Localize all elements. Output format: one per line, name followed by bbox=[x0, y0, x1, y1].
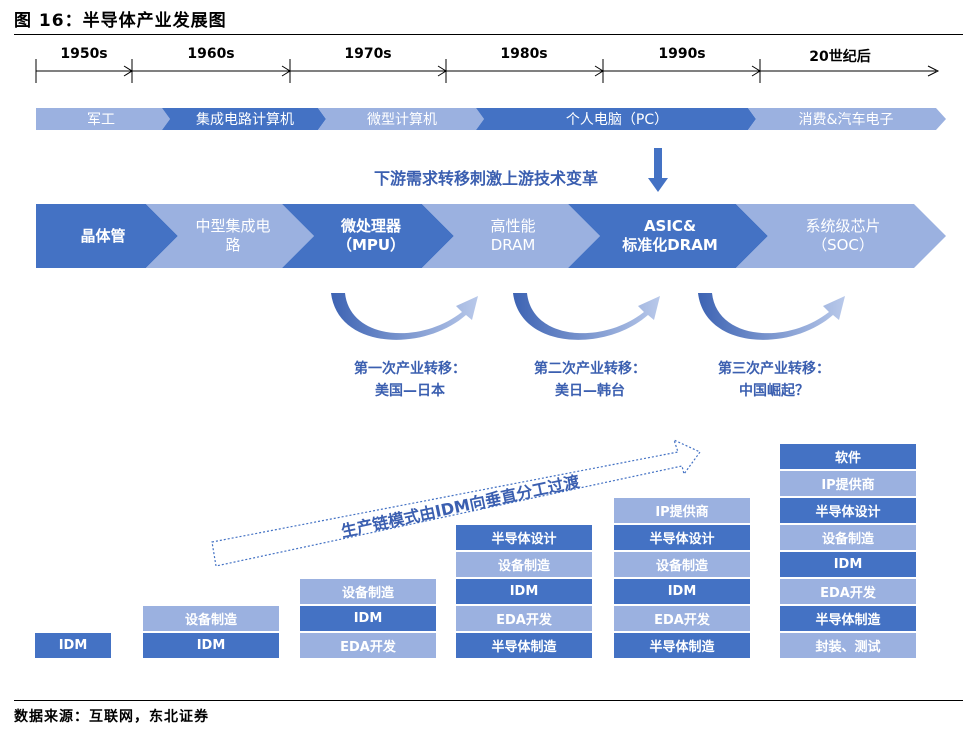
transfer-line: 第三次产业转移： bbox=[718, 361, 830, 377]
value-chain-block: EDA开发 bbox=[300, 633, 436, 658]
era-label: 1970s bbox=[344, 46, 392, 62]
value-chain-block: 半导体设计 bbox=[780, 498, 916, 523]
value-chain-block: 半导体制造 bbox=[614, 633, 750, 658]
value-chain-block: 设备制造 bbox=[143, 606, 279, 631]
value-chain-block: IDM bbox=[35, 633, 111, 658]
bottom-rule bbox=[14, 700, 963, 701]
era-label: 1950s bbox=[60, 46, 108, 62]
figure-title: 图 16：半导体产业发展图 bbox=[14, 11, 227, 31]
value-chain-block: EDA开发 bbox=[456, 606, 592, 631]
transfer-line: 中国崛起？ bbox=[739, 383, 809, 399]
mode-arrow-icon bbox=[211, 438, 701, 567]
era-label: 1960s bbox=[187, 46, 235, 62]
transfer-note: 第三次产业转移： 中国崛起？ bbox=[684, 358, 864, 402]
value-chain-block: IDM bbox=[300, 606, 436, 631]
value-chain-block: IDM bbox=[143, 633, 279, 658]
stage-label: 中型集成电 路 bbox=[195, 217, 271, 254]
stage-label: 系统级芯片 （SOC） bbox=[805, 217, 881, 254]
value-chain-block: IDM bbox=[614, 579, 750, 604]
value-chain-block: IDM bbox=[780, 552, 916, 577]
value-chain-block: IP提供商 bbox=[614, 498, 750, 523]
stage-label: 晶体管 bbox=[80, 226, 126, 245]
top-rule bbox=[14, 34, 963, 35]
application-label: 微型计算机 bbox=[367, 112, 437, 128]
app-segment bbox=[476, 108, 756, 130]
application-label: 消费&汽车电子 bbox=[798, 112, 894, 128]
value-chain-block: 软件 bbox=[780, 444, 916, 469]
value-chain-block: IDM bbox=[456, 579, 592, 604]
value-chain-block: IP提供商 bbox=[780, 471, 916, 496]
stage-label: 微处理器 （MPU） bbox=[336, 217, 406, 254]
stage-label: ASIC& 标准化DRAM bbox=[622, 217, 718, 254]
driver-label: 下游需求转移刺激上游技术变革 bbox=[373, 169, 598, 188]
transfer-note: 第二次产业转移： 美日—韩台 bbox=[500, 358, 680, 402]
curved-arrow-icon bbox=[331, 293, 478, 340]
transfer-note: 第一次产业转移： 美国—日本 bbox=[320, 358, 500, 402]
application-band bbox=[36, 108, 946, 130]
value-chain-block: 设备制造 bbox=[780, 525, 916, 550]
value-chain-block: 半导体设计 bbox=[614, 525, 750, 550]
value-chain-block: 设备制造 bbox=[456, 552, 592, 577]
value-chain-block: 设备制造 bbox=[614, 552, 750, 577]
application-label: 个人电脑（PC） bbox=[565, 112, 669, 128]
app-segment bbox=[748, 108, 946, 130]
application-label: 集成电路计算机 bbox=[196, 112, 294, 128]
value-chain-block: EDA开发 bbox=[780, 579, 916, 604]
transfer-curves bbox=[331, 293, 845, 340]
curved-arrow-icon bbox=[513, 293, 660, 340]
value-chain-block: 半导体制造 bbox=[780, 606, 916, 631]
app-segment bbox=[36, 108, 170, 130]
value-chain-block: EDA开发 bbox=[614, 606, 750, 631]
era-label: 1980s bbox=[500, 46, 548, 62]
source-note: 数据来源：互联网，东北证券 bbox=[14, 709, 209, 725]
transfer-line: 第二次产业转移： bbox=[534, 361, 646, 377]
app-segment bbox=[162, 108, 326, 130]
value-chain-block: 半导体设计 bbox=[456, 525, 592, 550]
value-chain-block: 半导体制造 bbox=[456, 633, 592, 658]
timeline-axis bbox=[35, 59, 940, 83]
transfer-line: 美日—韩台 bbox=[555, 383, 625, 399]
era-label: 1990s bbox=[658, 46, 706, 62]
value-chain-block: 封装、测试 bbox=[780, 633, 916, 658]
application-label: 军工 bbox=[87, 112, 115, 128]
transfer-line: 第一次产业转移： bbox=[354, 361, 466, 377]
curved-arrow-icon bbox=[698, 293, 845, 340]
down-arrow-icon bbox=[648, 148, 668, 192]
app-segment bbox=[318, 108, 484, 130]
era-label: 20世纪后 bbox=[809, 49, 871, 65]
stage-band bbox=[36, 204, 946, 268]
value-chain-block: 设备制造 bbox=[300, 579, 436, 604]
stage-label: 高性能 DRAM bbox=[490, 217, 536, 254]
transfer-line: 美国—日本 bbox=[375, 383, 445, 399]
